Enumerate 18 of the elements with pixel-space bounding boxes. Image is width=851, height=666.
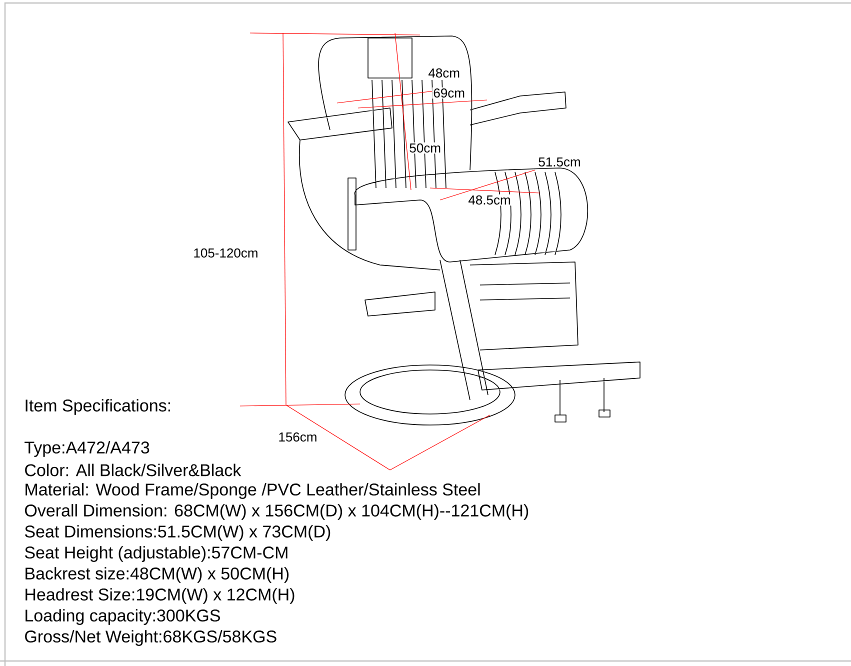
spec-line: Overall Dimension: 68CM(W) x 156CM(D) x 104CM(H)--121CM(H) (25, 504, 528, 520)
dimension-label: 48.5cm (467, 194, 512, 206)
dimension-label: 50cm (408, 142, 442, 154)
spec-line: Seat Height (adjustable):57CM-CM (24, 546, 288, 562)
spec-line: Color: All Black/Silver&Black (25, 464, 242, 476)
spec-line: Gross/Net Weight:68KGS/58KGS (25, 630, 276, 646)
spec-line: Type:A472/A473 (24, 441, 150, 457)
heading: Item Specifications: (26, 399, 170, 415)
spec-line: Seat Dimensions:51.5CM(W) x 73CM(D) (24, 525, 330, 541)
dimension-label: 48cm (427, 67, 461, 79)
dimension-label: 51.5cm (537, 156, 582, 168)
spec-line: Backrest size:48CM(W) x 50CM(H) (26, 567, 289, 583)
dimension-label: 156cm (277, 431, 318, 443)
dimension-label: 105-120cm (192, 247, 260, 259)
spec-line: Material: Wood Frame/Sponge /PVC Leather/Stainless Steel (26, 483, 480, 499)
spec-line: Headrest Size:19CM(W) x 12CM(H) (26, 588, 294, 604)
dimension-label: 69cm (432, 87, 466, 99)
spec-line: Loading capacity:300KGS (26, 609, 220, 625)
